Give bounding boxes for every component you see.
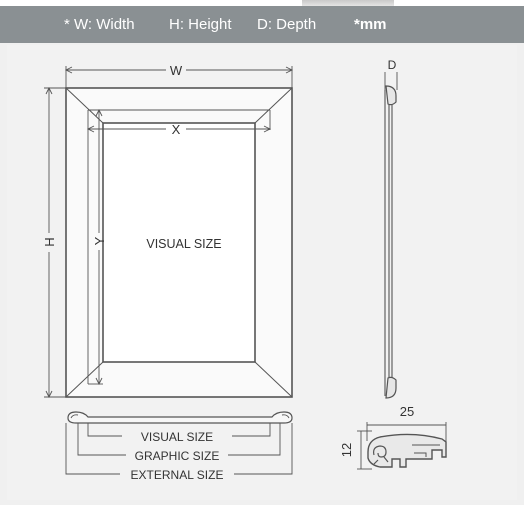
top-strip (0, 0, 524, 6)
visual-size-dim (87, 423, 271, 437)
side-view (384, 72, 398, 399)
side-bottom-clip (385, 376, 397, 399)
visual-size-label: VISUAL SIZE (146, 237, 221, 251)
frame-miter-tl (65, 87, 104, 124)
section-clip-detail (70, 414, 290, 419)
w-arrows (64, 66, 294, 74)
frame-miter-bl (65, 361, 104, 398)
profile-inner-detail (412, 444, 440, 457)
h-arrows (45, 86, 53, 399)
frame-cap-graphic (302, 0, 394, 6)
section-external-size-label: EXTERNAL SIZE (131, 468, 224, 482)
x-arrows (86, 125, 272, 133)
depth-legend: D: Depth (257, 16, 317, 33)
visual-area (102, 122, 256, 363)
profile-clip-curl (373, 445, 389, 465)
x-label: X (172, 122, 181, 137)
y-arrows (95, 108, 103, 386)
w-label: W (170, 63, 183, 78)
section-graphic-size-label: GRAPHIC SIZE (135, 449, 220, 463)
section-profile (67, 411, 293, 424)
frame-miter-br (254, 361, 293, 398)
profile-height-value: 12 (339, 443, 354, 457)
frame-miter-tr (254, 87, 293, 124)
profile-view (357, 422, 447, 470)
side-top-clip (385, 85, 397, 106)
h-label: H (42, 237, 57, 246)
front-view (44, 66, 294, 399)
section-visual-size-label: VISUAL SIZE (141, 430, 213, 444)
unit-legend: *mm (354, 16, 387, 33)
legend-header: * W: Width H: Height D: Depth *mm (0, 6, 524, 43)
d-label: D (388, 58, 397, 72)
profile-extrusion (367, 433, 447, 468)
graphic-size-dim (77, 423, 281, 456)
y-label: Y (92, 236, 107, 245)
profile-width-value: 25 (400, 404, 414, 419)
section-view (65, 411, 293, 475)
external-size-dim (65, 423, 293, 475)
side-profile-lines (384, 90, 393, 396)
height-legend: H: Height (169, 16, 232, 33)
width-legend: * W: Width (64, 16, 135, 33)
